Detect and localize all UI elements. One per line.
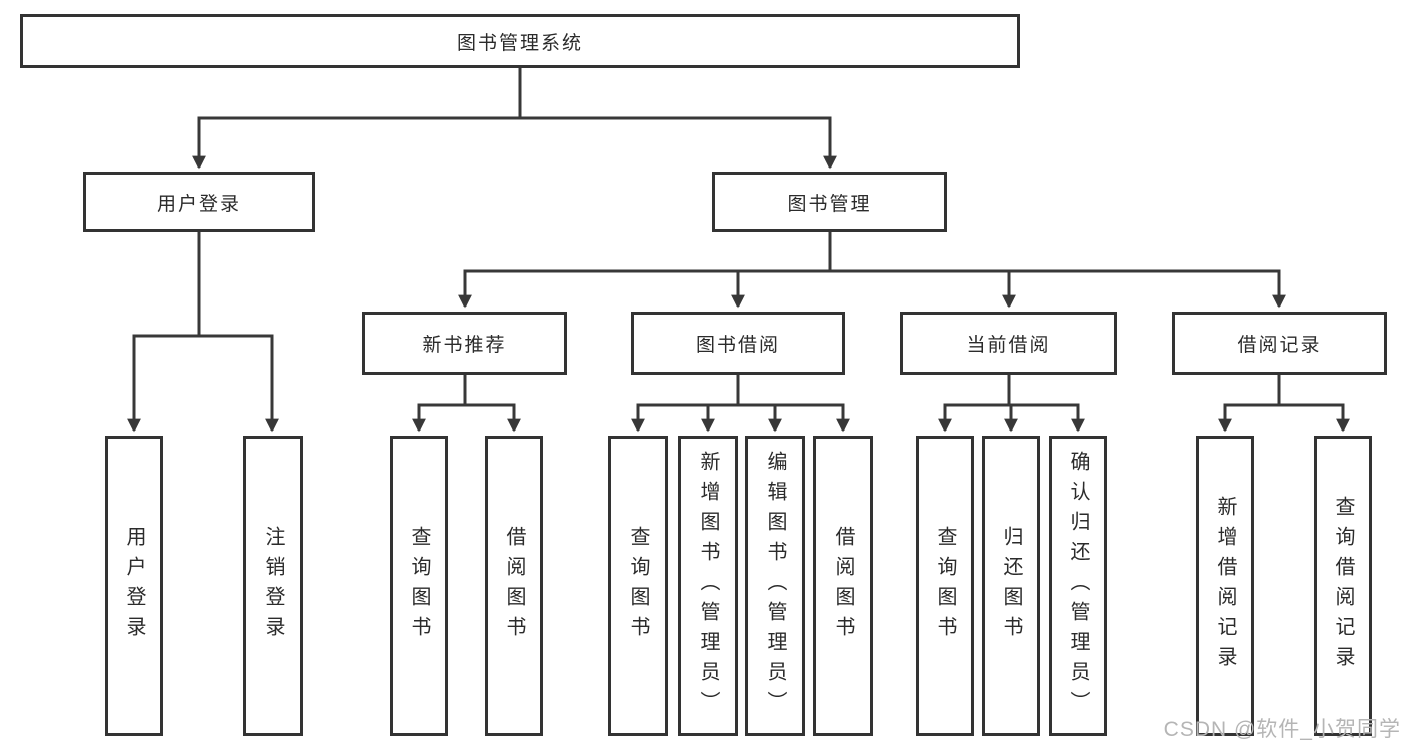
node-root: 图书管理系统	[20, 14, 1020, 68]
node-borrowing-records-label: 借阅记录	[1237, 335, 1322, 356]
leaf-return-books-label: 归还图书	[1000, 526, 1022, 646]
leaf-add-borrow-record-label: 新增借阅记录	[1214, 496, 1236, 676]
leaf-edit-book-admin: 编辑图书（管理员）	[745, 436, 805, 736]
csdn-watermark: CSDN @软件_小贺同学	[1163, 718, 1401, 741]
connector-current-borrowing-to-leaves	[938, 375, 1085, 433]
connector-user-login-to-leaves	[127, 232, 279, 433]
leaf-query-books-current: 查询图书	[916, 436, 974, 736]
node-current-borrowing-label: 当前借阅	[966, 335, 1051, 356]
leaf-user-login-label: 用户登录	[123, 526, 145, 646]
leaf-query-books-recommend: 查询图书	[390, 436, 448, 736]
node-new-book-recommend: 新书推荐	[362, 312, 567, 375]
leaf-edit-book-admin-label: 编辑图书（管理员）	[764, 451, 786, 721]
leaf-add-borrow-record: 新增借阅记录	[1196, 436, 1254, 736]
leaf-confirm-return-admin-label: 确认归还（管理员）	[1067, 451, 1089, 721]
leaf-add-book-admin: 新增图书（管理员）	[678, 436, 738, 736]
connector-book-management-to-level3	[458, 232, 1286, 309]
node-book-borrowing-label: 图书借阅	[695, 335, 780, 356]
node-new-book-recommend-label: 新书推荐	[422, 335, 507, 356]
leaf-borrow-books-recommend-label: 借阅图书	[503, 526, 525, 646]
leaf-query-borrow-record: 查询借阅记录	[1314, 436, 1372, 736]
node-root-label: 图书管理系统	[456, 32, 583, 54]
leaf-return-books: 归还图书	[982, 436, 1040, 736]
node-user-login-label: 用户登录	[156, 193, 241, 215]
leaf-query-books-current-label: 查询图书	[934, 526, 956, 646]
node-user-login: 用户登录	[83, 172, 315, 232]
leaf-borrow-books-borrowing-label: 借阅图书	[832, 526, 854, 646]
leaf-query-borrow-record-label: 查询借阅记录	[1332, 496, 1354, 676]
node-current-borrowing: 当前借阅	[900, 312, 1117, 375]
leaf-logout: 注销登录	[243, 436, 303, 736]
leaf-logout-label: 注销登录	[262, 526, 284, 646]
leaf-query-books-recommend-label: 查询图书	[408, 526, 430, 646]
leaf-user-login: 用户登录	[105, 436, 163, 736]
leaf-confirm-return-admin: 确认归还（管理员）	[1049, 436, 1107, 736]
node-book-management: 图书管理	[712, 172, 947, 232]
leaf-borrow-books-borrowing: 借阅图书	[813, 436, 873, 736]
node-borrowing-records: 借阅记录	[1172, 312, 1387, 375]
connector-new-book-recommend-to-leaves	[412, 375, 521, 433]
node-book-management-label: 图书管理	[787, 193, 872, 215]
leaf-add-book-admin-label: 新增图书（管理员）	[697, 451, 719, 721]
leaf-query-books-borrowing: 查询图书	[608, 436, 668, 736]
connector-book-borrowing-to-leaves	[631, 375, 850, 433]
leaf-query-books-borrowing-label: 查询图书	[627, 526, 649, 646]
connector-borrowing-records-to-leaves	[1218, 375, 1350, 433]
leaf-borrow-books-recommend: 借阅图书	[485, 436, 543, 736]
node-book-borrowing: 图书借阅	[631, 312, 845, 375]
connector-root-to-level2	[192, 67, 837, 170]
